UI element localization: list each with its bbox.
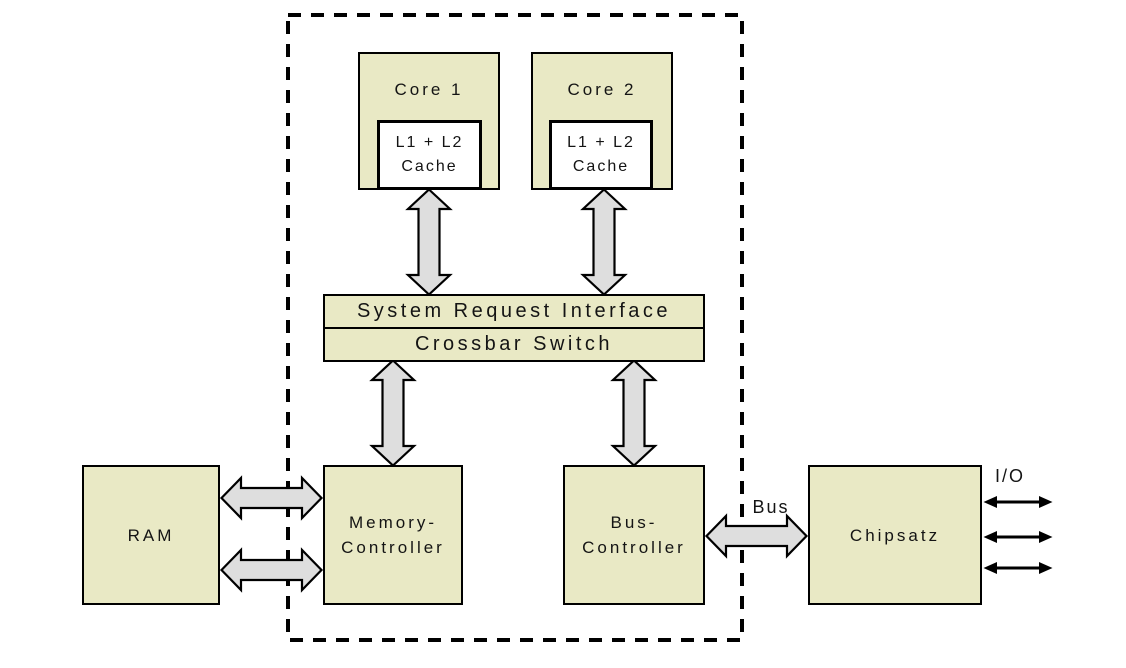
core1-cache-line1: L1 + L2 <box>395 134 464 151</box>
arrow-core1-sri <box>405 187 453 297</box>
core1-cache-line2: Cache <box>401 158 458 175</box>
arrow-ram-memory-controller-upper <box>219 475 324 521</box>
crossbar-label: Crossbar Switch <box>414 333 614 355</box>
memory-controller-line1: Memory- <box>348 513 438 532</box>
memory-controller-line2: Controller <box>341 538 445 557</box>
sri-label: System Request Interface <box>356 300 672 322</box>
arrow-crossbar-bus-controller <box>610 358 658 468</box>
core1-label: Core 1 <box>394 80 464 99</box>
cpu-package-boundary <box>286 13 744 642</box>
bus-controller-line2: Controller <box>582 538 686 557</box>
arrow-core2-sri <box>580 187 628 297</box>
io-arrow-3 <box>983 562 1053 574</box>
arrow-ram-memory-controller-lower <box>219 547 324 593</box>
core2-cache-line1: L1 + L2 <box>567 134 635 151</box>
core2-cache-line2: Cache <box>572 158 630 175</box>
core2-label: Core 2 <box>567 80 637 99</box>
system-request-interface-bar: System Request Interface <box>325 296 703 327</box>
memory-controller-box: Memory- Controller <box>323 465 463 605</box>
chipset-label: Chipsatz <box>849 525 941 545</box>
crossbar-switch-bar: Crossbar Switch <box>325 327 703 360</box>
core1-cache-box: L1 + L2 Cache <box>377 120 482 190</box>
io-arrow-2 <box>983 531 1053 543</box>
ram-label: RAM <box>127 525 175 545</box>
arrow-crossbar-memory-controller <box>369 358 417 468</box>
ram-box: RAM <box>82 465 220 605</box>
io-arrow-1 <box>983 496 1053 508</box>
chipset-box: Chipsatz <box>808 465 982 605</box>
bus-controller-box: Bus- Controller <box>563 465 705 605</box>
io-label: I/O <box>994 466 1025 486</box>
bus-label: Bus <box>752 497 790 517</box>
sri-crossbar-stack: System Request Interface Crossbar Switch <box>323 294 705 362</box>
bus-controller-line1: Bus- <box>610 513 658 532</box>
arrow-bus-controller-chipset <box>704 513 809 559</box>
core2-cache-box: L1 + L2 Cache <box>549 120 653 190</box>
